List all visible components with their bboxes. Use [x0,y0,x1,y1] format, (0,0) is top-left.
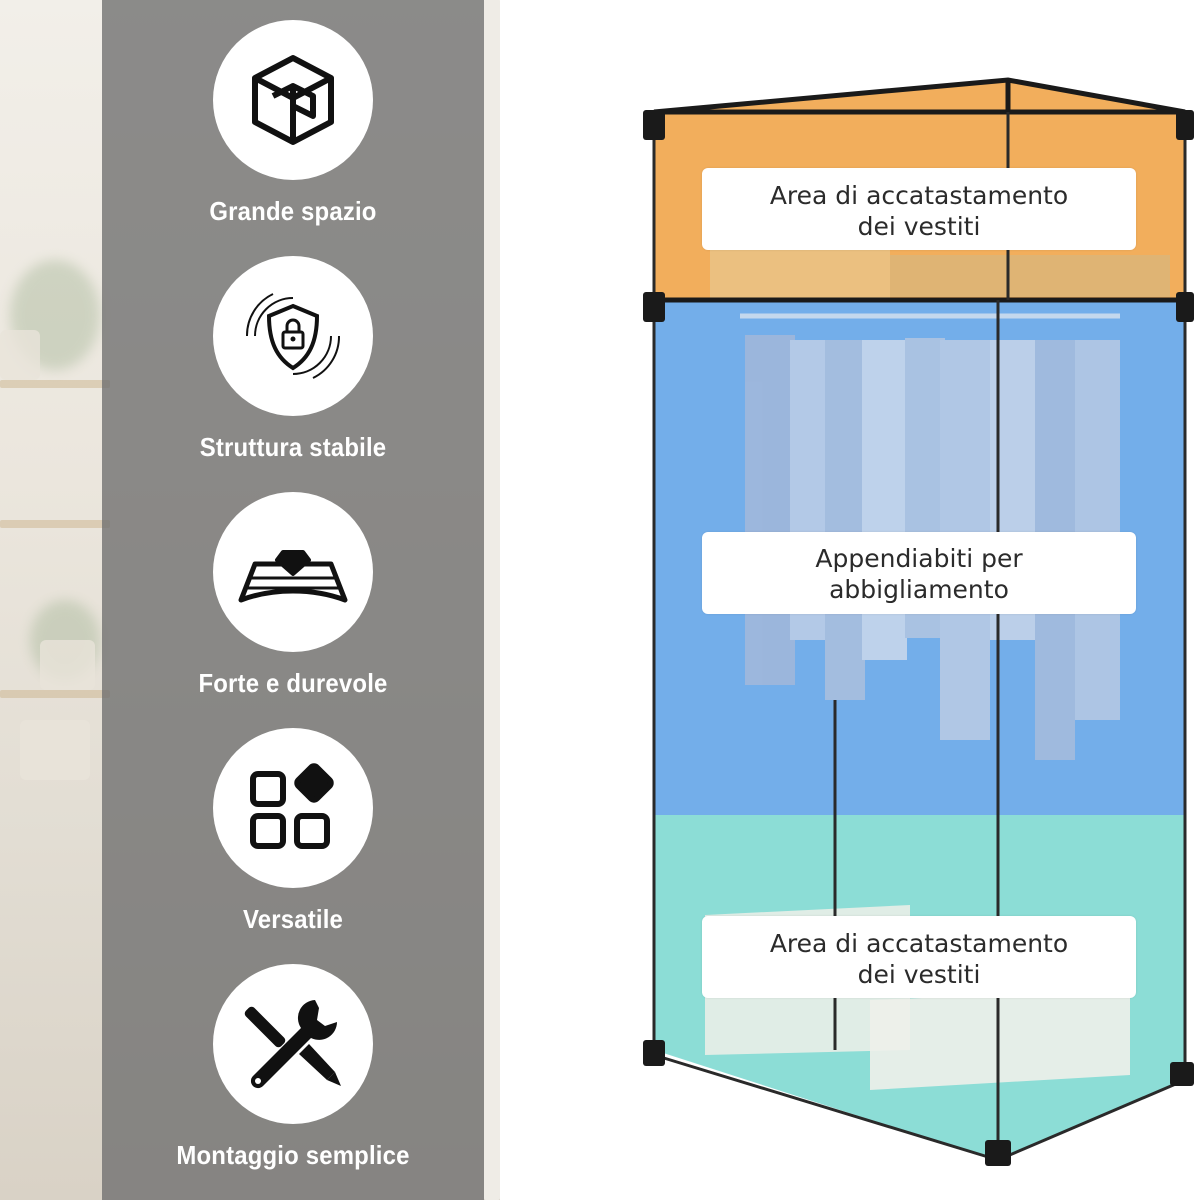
top-zone-label: Area di accatastamento dei vestiti [702,168,1136,250]
feature-label: Forte e durevole [198,668,388,698]
shield-lock-icon [245,293,341,379]
feature-grande-spazio: Grande spazio [102,20,484,227]
bottom-zone-label: Area di accatastamento dei vestiti [702,916,1136,998]
feature-label: Montaggio semplice [176,1140,410,1170]
feature-struttura-stabile: Struttura stabile [102,256,484,463]
feature-montaggio-semplice: Montaggio semplice [102,964,484,1171]
feature-versatile: Versatile [102,728,484,935]
feature-icon-circle [213,256,373,416]
middle-zone-label: Appendiabiti per abbigliamento [702,532,1136,614]
feature-icon-circle [213,964,373,1124]
diamond-layers-icon [238,550,348,603]
feature-icon-circle [213,20,373,180]
top-zone-label-line1: Area di accatastamento [769,181,1069,210]
feature-icon-circle [213,492,373,652]
feature-forte-durevole: Forte e durevole [102,492,484,699]
feature-icon-circle [213,728,373,888]
wrench-screwdriver-icon [244,1000,341,1089]
feature-label: Grande spazio [209,196,377,226]
cube-icon [252,55,334,145]
bottom-zone-label-line2: dei vestiti [857,960,981,989]
middle-zone-label-line1: Appendiabiti per [815,544,1023,573]
feature-label: Struttura stabile [199,432,387,462]
grid-shapes-icon [250,763,334,849]
middle-zone-label-line2: abbigliamento [829,575,1009,604]
bottom-zone-label-line1: Area di accatastamento [769,929,1069,958]
feature-label: Versatile [242,904,344,934]
top-zone-label-line2: dei vestiti [857,212,981,241]
